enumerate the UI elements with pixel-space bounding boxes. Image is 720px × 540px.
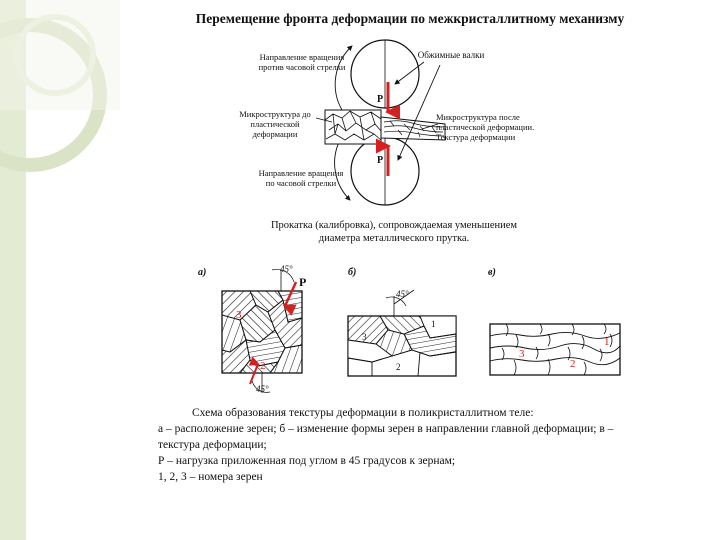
description-line-2: а – расположение зерен; б – изменение фо… — [158, 423, 614, 451]
panel-b-grains — [347, 289, 457, 377]
grain-number-b-1: 1 — [431, 319, 436, 329]
strip-before — [324, 109, 382, 145]
strip-after — [380, 116, 446, 141]
force-label-a: P — [299, 275, 307, 289]
panel-b-label: б) — [348, 267, 357, 278]
rotation-arrow-ccw — [334, 45, 353, 111]
rolling-diagram — [315, 39, 446, 206]
force-arrow-a — [282, 281, 298, 316]
slide-decoration — [0, 0, 120, 540]
grain-number-c-3: 3 — [519, 348, 525, 360]
grain-number-b-2: 2 — [396, 362, 401, 372]
panel-c-label: в) — [488, 267, 496, 278]
label-rotation-ccw: Направление вращения против часовой стре… — [258, 52, 346, 72]
rotation-arrow-cw — [334, 139, 351, 201]
angle-label-b: 45° — [396, 289, 409, 299]
label-before: Микроструктура до пластической деформаци… — [239, 109, 311, 139]
label-rotation-cw: Направление вращения по часовой стрелки — [258, 168, 344, 188]
schema-description: Схема образования текстуры деформации в … — [158, 405, 642, 485]
grain-number-a-3: 3 — [236, 309, 242, 321]
label-rolls: Обжимные валки — [417, 50, 485, 60]
grain-number-a-1: 1 — [284, 297, 290, 309]
panel-a-label: а) — [198, 267, 207, 278]
angle-label-a-bottom: 45° — [256, 384, 269, 394]
force-label-bottom: P — [377, 155, 384, 166]
panel-a-grains — [221, 269, 303, 393]
force-label-top: P — [377, 94, 384, 105]
description-line-3: Р – нагрузка приложенная под углом в 45 … — [158, 455, 456, 467]
rolling-caption: Прокатка (калибровка), сопровождаемая ум… — [270, 220, 518, 244]
grain-number-b-3: 3 — [362, 332, 367, 342]
label-after: Микроструктура после пластической деформ… — [436, 112, 535, 142]
angle-label-a-top: 45° — [280, 264, 293, 274]
description-line-4: 1, 2, 3 – номера зерен — [158, 471, 263, 483]
grain-number-c-1: 1 — [604, 336, 610, 348]
grain-number-c-2: 2 — [570, 358, 576, 370]
slide-title: Перемещение фронта деформации по межкрис… — [195, 11, 625, 26]
grain-number-a-2: 2 — [260, 360, 266, 372]
description-line-1: Схема образования текстуры деформации в … — [192, 407, 534, 419]
force-arrow-a-bottom — [248, 356, 260, 385]
panel-c-grains — [489, 323, 621, 376]
